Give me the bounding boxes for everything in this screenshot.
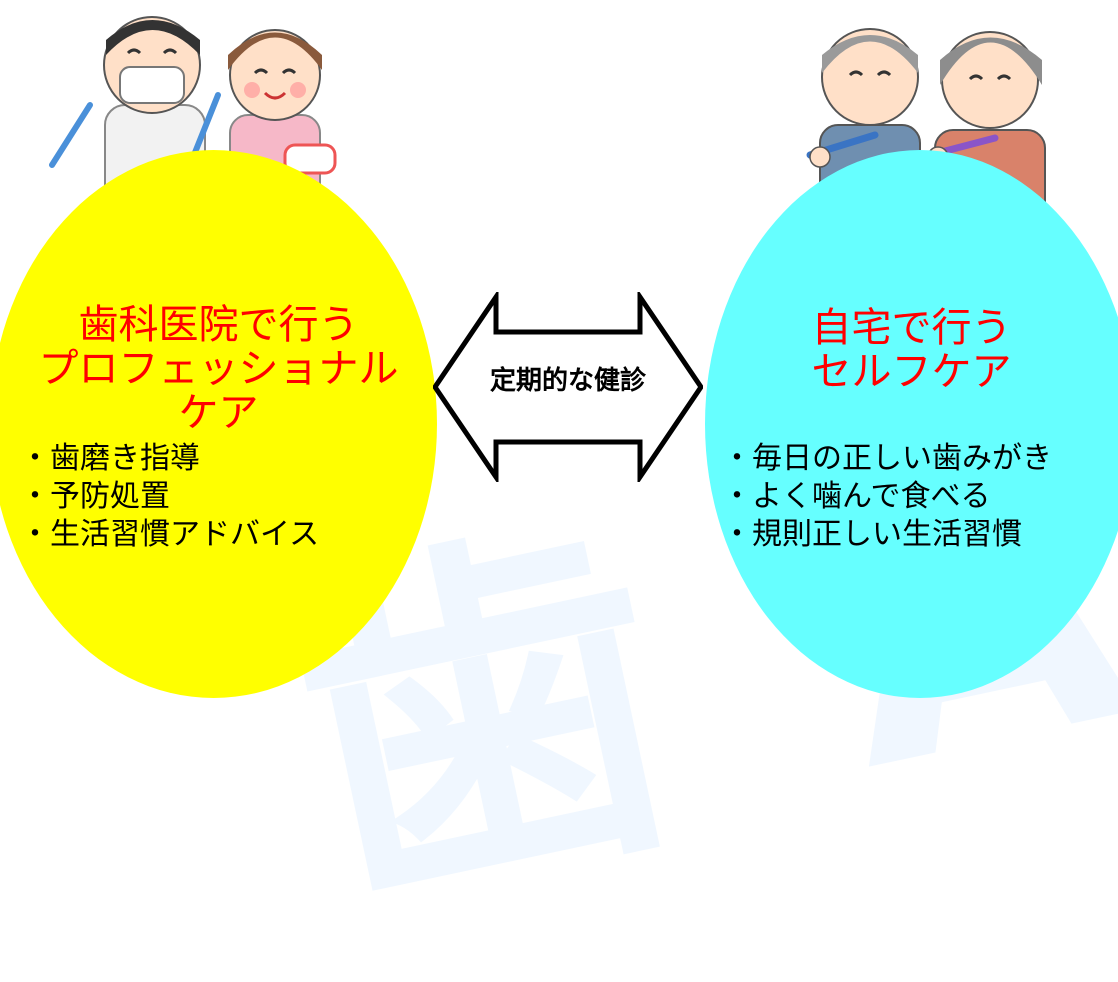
list-item: 歯磨き指導	[20, 440, 319, 478]
regular-checkup-label: 定期的な健診	[489, 366, 646, 396]
professional-care-oval	[0, 150, 437, 698]
title-line: ケア	[178, 390, 259, 436]
professional-care-list: 歯磨き指導 予防処置 生活習慣アドバイス	[20, 440, 319, 554]
title-line: セルフケア	[811, 349, 1012, 395]
self-care-oval	[705, 150, 1118, 698]
self-care-list: 毎日の正しい歯みがき よく噛んで食べる 規則正しい生活習慣	[722, 440, 1052, 554]
professional-care-title: 歯科医院で行う プロフェッショナル ケア	[0, 303, 437, 435]
list-item: 毎日の正しい歯みがき	[722, 440, 1052, 478]
double-arrow-icon	[433, 292, 703, 482]
title-line: プロフェッショナル	[38, 346, 399, 392]
list-item: よく噛んで食べる	[722, 478, 1052, 516]
list-item: 予防処置	[20, 478, 319, 516]
title-line: 歯科医院で行う	[78, 302, 359, 348]
list-item: 生活習慣アドバイス	[20, 516, 319, 554]
self-care-title: 自宅で行う セルフケア	[705, 306, 1118, 394]
list-item: 規則正しい生活習慣	[722, 516, 1052, 554]
title-line: 自宅で行う	[811, 305, 1012, 351]
